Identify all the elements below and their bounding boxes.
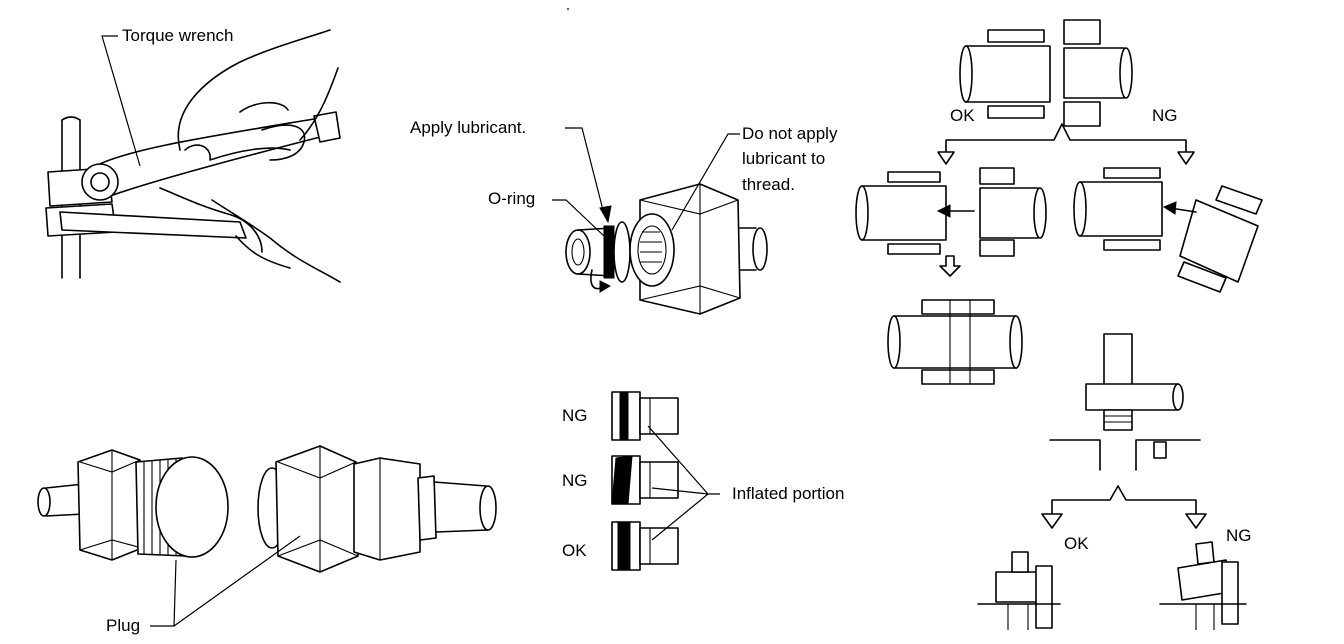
label-o-ring: O-ring [488,189,535,208]
o-ring-row-ok: OK [562,521,679,571]
label-oring-ng-1: NG [562,406,588,425]
label-plug: Plug [106,616,140,635]
o-ring-row-ng-2: NG [562,455,679,505]
label-inflated-portion: Inflated portion [732,484,844,503]
label-apply-lubricant: Apply lubricant. [410,118,526,137]
o-ring-lubricant-illustration: Apply lubricant. O-ring Do not apply lub… [410,8,838,315]
connector-ng-middle [1073,167,1263,293]
bracket-bolt-check: OK NG [977,333,1252,630]
label-oring-ok: OK [562,541,587,560]
label-connector-ng: NG [1152,106,1178,125]
label-connector-ok: OK [950,106,975,125]
connector-joined [887,299,1023,385]
label-torque-wrench: Torque wrench [122,26,234,45]
connector-top [959,19,1133,127]
torque-wrench-illustration: Torque wrench [45,26,341,283]
label-bracket-ok: OK [1064,534,1089,553]
label-do-not-apply-1: Do not apply [742,124,838,143]
label-do-not-apply-2: lubricant to [742,149,825,168]
label-bracket-ng: NG [1226,526,1252,545]
o-ring-row-ng-1: NG [562,391,679,441]
label-do-not-apply-3: thread. [742,175,795,194]
label-oring-ng-2: NG [562,471,588,490]
plug-illustration: Plug [37,445,497,635]
connector-flow-illustration: OK NG [855,19,1263,630]
o-ring-inspection: NG NG OK Inflated portion [562,391,844,571]
connector-ok-middle [855,167,1047,257]
